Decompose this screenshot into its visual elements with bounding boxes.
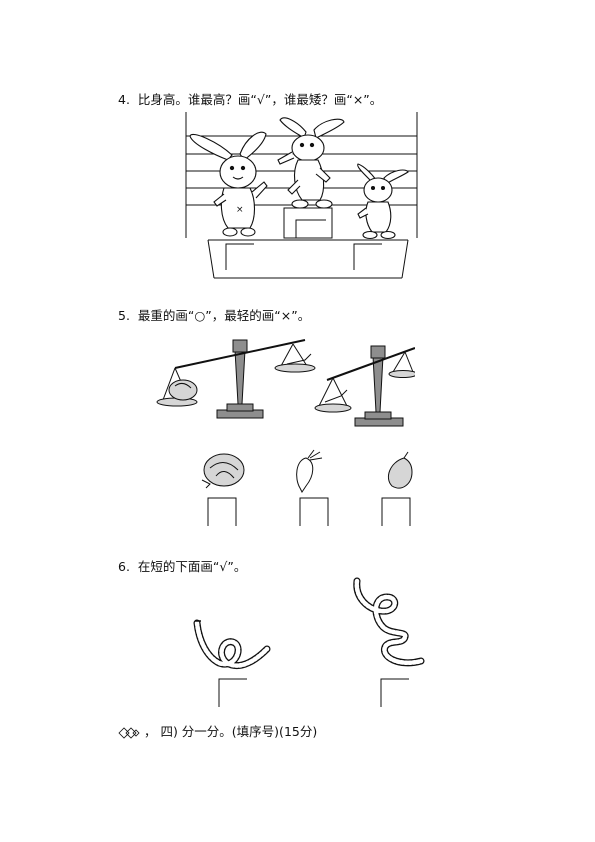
diamond-pattern-icon <box>118 726 140 739</box>
answer-box[interactable] <box>299 497 329 526</box>
question-6-heading: 6. 在短的下面画“√”。 <box>118 556 246 575</box>
answer-box[interactable] <box>381 497 411 526</box>
rope-icon <box>353 577 425 667</box>
rope-icon <box>193 619 271 670</box>
radish-icon <box>296 449 323 493</box>
svg-text:×: × <box>236 205 244 215</box>
cabbage-icon <box>201 453 245 489</box>
section-4-heading: ， 四) 分一分。(填序号)(15分) <box>118 721 317 740</box>
answer-box[interactable] <box>218 678 247 707</box>
answer-tray <box>207 239 409 279</box>
rabbit-icon: × <box>189 131 268 237</box>
vegetables-row <box>190 448 420 528</box>
question-text: 最重的画“○”，最轻的画“×”。 <box>137 308 311 323</box>
answer-box[interactable] <box>380 678 409 707</box>
eggplant-icon <box>388 451 413 489</box>
rabbit-icon <box>277 117 345 209</box>
question-text: 在短的下面画“√”。 <box>137 559 247 574</box>
balance-scale-icon <box>156 339 316 419</box>
vegetables-illustration <box>201 449 413 526</box>
answer-box[interactable] <box>295 219 326 238</box>
question-4-heading: 4. 比身高。谁最高？画“√”，谁最矮？画“×”。 <box>118 89 382 108</box>
answer-box[interactable] <box>353 243 382 270</box>
answer-box[interactable] <box>225 243 254 270</box>
balance-scales-figure <box>155 330 415 430</box>
balance-scale-icon <box>314 345 415 427</box>
balance-scales-illustration <box>156 339 415 427</box>
rabbit-icon <box>357 163 409 240</box>
section-title: ， 四) 分一分。(填序号)(15分) <box>143 724 318 739</box>
question-number: 5. <box>118 308 130 323</box>
rabbit-height-illustration: × <box>185 112 418 279</box>
ropes-illustration <box>193 577 425 707</box>
question-5-heading: 5. 最重的画“○”，最轻的画“×”。 <box>118 305 310 324</box>
question-number: 6. <box>118 559 130 574</box>
step-platform <box>283 207 333 239</box>
answer-box[interactable] <box>207 497 237 526</box>
rabbit-height-figure: × <box>180 110 425 285</box>
question-text: 比身高。谁最高？画“√”，谁最矮？画“×”。 <box>137 92 383 107</box>
ropes-figure <box>185 575 435 710</box>
question-number: 4. <box>118 92 130 107</box>
